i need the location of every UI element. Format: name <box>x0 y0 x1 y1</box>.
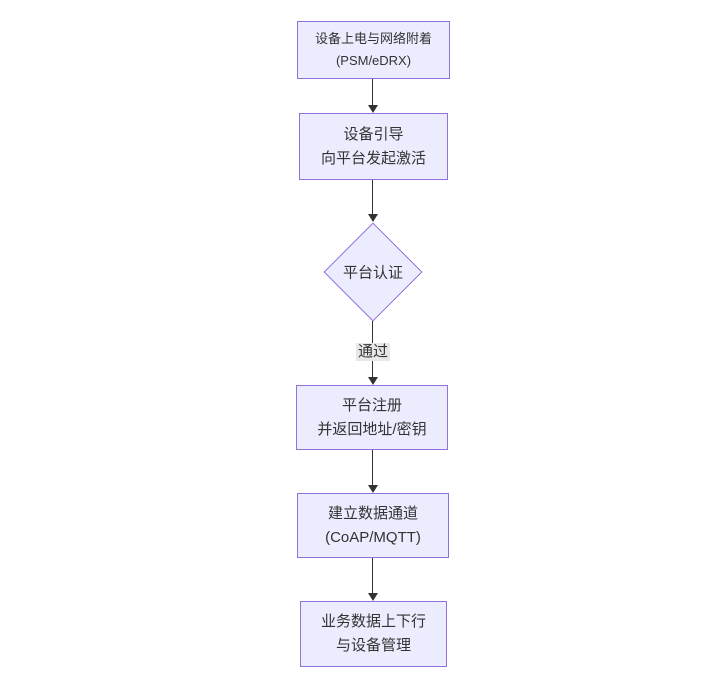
node-platform-register-line2: 并返回地址/密钥 <box>317 420 427 438</box>
edge-power-to-bootstrap-arrowhead-icon <box>368 105 378 113</box>
node-business-data-line2: 与设备管理 <box>335 637 411 654</box>
node-data-channel: 建立数据通道 (CoAP/MQTT) <box>297 493 449 558</box>
node-power-on-attach-line2: (PSM/eDRX) <box>335 53 412 68</box>
node-power-on-attach-line1: 设备上电与网络附着 <box>314 31 432 46</box>
edge-power-to-bootstrap-line <box>372 79 373 106</box>
edge-auth-to-register-arrowhead-icon <box>368 377 378 385</box>
node-data-channel-line1: 建立数据通道 <box>327 504 418 522</box>
node-platform-auth-decision-label: 平台认证 <box>342 264 404 282</box>
node-bootstrap-activate: 设备引导 向平台发起激活 <box>299 113 448 180</box>
node-bootstrap-activate-line2: 向平台发起激活 <box>320 149 426 167</box>
edge-label-pass: 通过 <box>355 343 391 361</box>
node-power-on-attach: 设备上电与网络附着 (PSM/eDRX) <box>297 21 450 79</box>
node-business-data-line1: 业务数据上下行 <box>320 613 426 630</box>
edge-channel-to-business-line <box>372 558 373 594</box>
node-platform-register: 平台注册 并返回地址/密钥 <box>296 385 448 450</box>
edge-channel-to-business-arrowhead-icon <box>368 593 378 601</box>
node-business-data: 业务数据上下行 与设备管理 <box>300 601 447 667</box>
node-bootstrap-activate-line1: 设备引导 <box>343 125 404 143</box>
node-platform-register-line1: 平台注册 <box>341 396 402 414</box>
node-data-channel-line2: (CoAP/MQTT) <box>325 528 421 546</box>
edge-bootstrap-to-auth-line <box>372 180 373 215</box>
edge-register-to-channel-arrowhead-icon <box>368 485 378 493</box>
edge-register-to-channel-line <box>372 450 373 486</box>
edge-bootstrap-to-auth-arrowhead-icon <box>368 214 378 222</box>
